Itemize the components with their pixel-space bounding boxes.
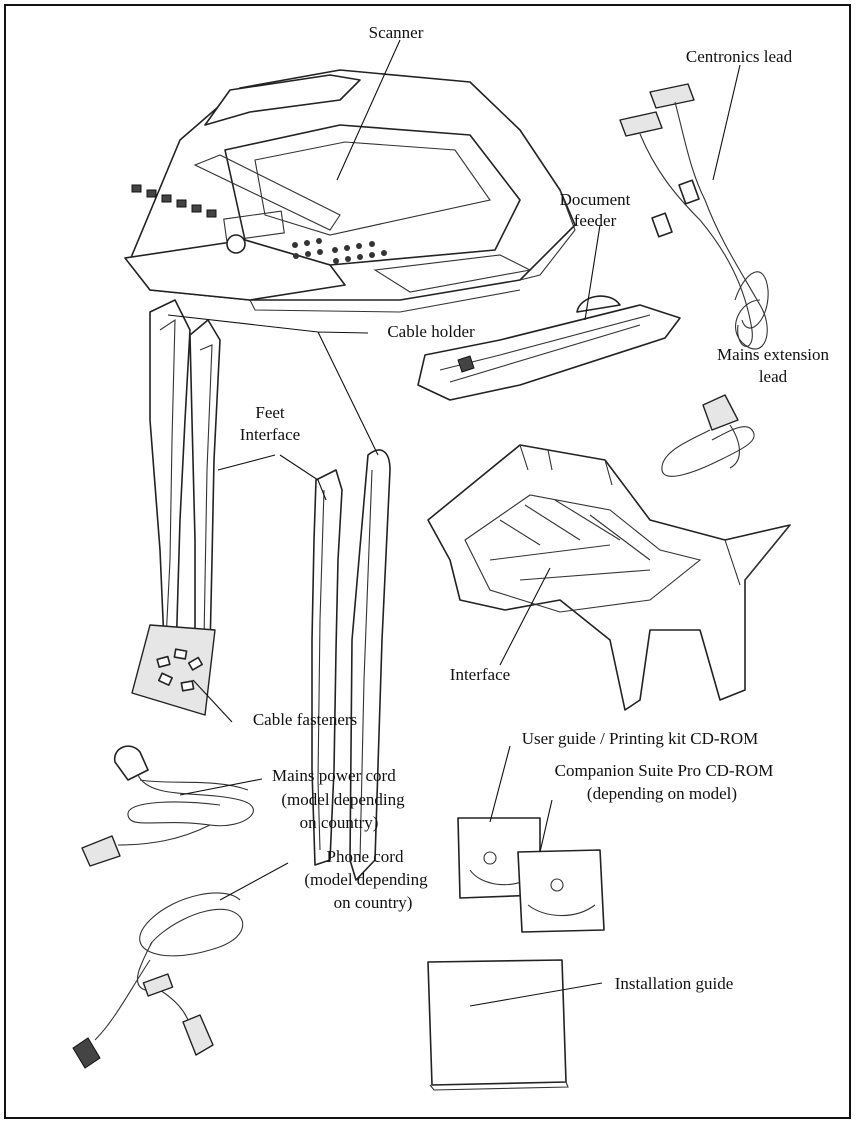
centronics-cable-icon — [619, 83, 769, 350]
label-mains-power-line2: (model depending — [281, 790, 405, 809]
label-feet: Feet — [255, 403, 285, 422]
label-centronics-lead: Centronics lead — [686, 47, 793, 66]
cable-holder-icon — [149, 299, 221, 666]
mains-extension-icon — [661, 394, 755, 477]
document-feeder-icon — [417, 295, 681, 401]
scanner-icon — [124, 69, 576, 313]
label-installation-guide: Installation guide — [615, 974, 734, 993]
label-document-feeder-line1: Document — [560, 190, 631, 209]
label-companion-cd-line2: (depending on model) — [587, 784, 737, 803]
diagram-frame — [4, 4, 851, 1119]
label-user-guide-cd: User guide / Printing kit CD-ROM — [522, 729, 759, 748]
label-companion-cd-line1: Companion Suite Pro CD-ROM — [555, 761, 774, 780]
mains-power-cord-icon — [81, 745, 254, 867]
label-mains-extension-line2: lead — [759, 367, 788, 386]
feet-interface-icon — [311, 469, 343, 866]
label-phone-cord-line2: (model depending — [304, 870, 428, 889]
label-feet-interface: Interface — [240, 425, 300, 444]
phone-cord-icon — [72, 892, 244, 1069]
label-cable-fasteners: Cable fasteners — [253, 710, 357, 729]
cable-holder-right-icon — [349, 449, 391, 881]
cable-fasteners-icon — [131, 624, 216, 716]
label-interface: Interface — [450, 665, 510, 684]
label-phone-cord-line1: Phone cord — [327, 847, 404, 866]
label-cable-holder: Cable holder — [387, 322, 475, 341]
cd-rom-icon — [457, 817, 605, 933]
leader-lines — [167, 39, 741, 1007]
label-mains-power-line1: Mains power cord — [272, 766, 396, 785]
label-mains-extension-line1: Mains extension — [717, 345, 829, 364]
label-phone-cord-line3: on country) — [334, 893, 413, 912]
label-mains-power-line3: on country) — [300, 813, 379, 832]
interface-base-icon — [427, 444, 791, 711]
installation-guide-icon — [427, 959, 569, 1091]
diagram-labels: Scanner Centronics lead Document feeder … — [240, 23, 830, 993]
label-scanner: Scanner — [369, 23, 424, 42]
label-document-feeder-line2: feeder — [574, 211, 617, 230]
